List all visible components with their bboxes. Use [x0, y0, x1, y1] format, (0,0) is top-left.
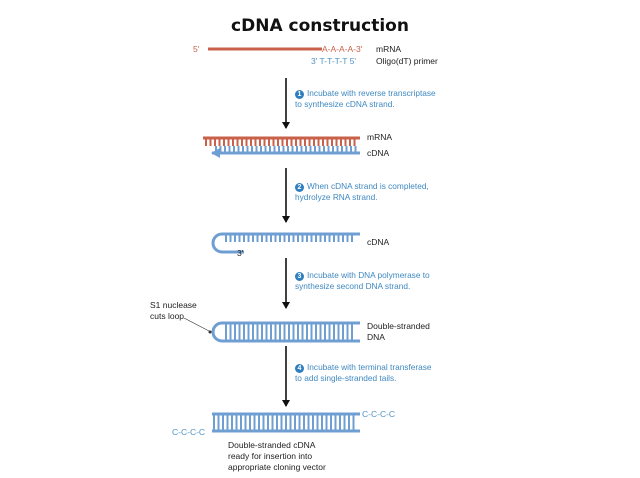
step-2-line-2: hydrolyze RNA strand. — [295, 192, 378, 202]
cdna-hairpin-strand — [211, 232, 360, 254]
final-caption-line-3: appropriate cloning vector — [228, 462, 326, 472]
three-prime-label: 3' — [237, 248, 244, 258]
double-stranded-dna-label: Double-stranded DNA — [367, 321, 430, 343]
step-4-line-1: Incubate with terminal transferase — [307, 362, 432, 372]
step-3-line-2: synthesize second DNA strand. — [295, 281, 411, 291]
step-3-number-icon: 3 — [295, 272, 304, 281]
final-caption-line-1: Double-stranded cDNA — [228, 440, 316, 450]
right-c-tail-label: C-C-C-C — [362, 409, 396, 419]
s1-nuclease-label: S1 nuclease cuts loop — [150, 300, 197, 322]
final-base-pairs — [213, 415, 355, 430]
hybrid-base-pairs — [205, 139, 357, 152]
dsdna-base-pairs — [225, 324, 353, 340]
dsdna-strands — [211, 321, 360, 343]
primer-sequence-label: 3' T-T-T-T 5' — [311, 56, 356, 66]
hairpin-cdna-label: cDNA — [367, 237, 390, 247]
step-1-line-2: to synthesize cDNA strand. — [295, 99, 395, 109]
step-4-number-icon: 4 — [295, 364, 304, 373]
nuclease-pointer-dot — [208, 330, 212, 334]
step-2-line-1: When cDNA strand is completed, — [307, 181, 429, 191]
final-caption: Double-stranded cDNA ready for insertion… — [228, 440, 326, 473]
five-prime-label: 5' — [193, 44, 200, 54]
primer-label: Oligo(dT) primer — [376, 56, 438, 66]
hybrid-cdna-label: cDNA — [367, 148, 390, 158]
step-1-number-icon: 1 — [295, 90, 304, 99]
step-1-line-1: Incubate with reverse transcriptase — [307, 88, 436, 98]
nuclease-pointer-line — [183, 317, 210, 332]
step-3-line-1: Incubate with DNA polymerase to — [307, 270, 430, 280]
final-caption-line-2: ready for insertion into — [228, 451, 313, 461]
step-4-line-2: to add single-stranded tails. — [295, 373, 397, 383]
ds-dna-line-2: DNA — [367, 332, 385, 342]
hairpin-base-pairs — [225, 235, 353, 242]
mrna-label: mRNA — [376, 44, 402, 54]
ds-dna-line-1: Double-stranded — [367, 321, 430, 331]
s1-nuclease-line-2: cuts loop — [150, 311, 185, 321]
step-2-number-icon: 2 — [295, 183, 304, 192]
left-c-tail-label: C-C-C-C — [172, 427, 206, 437]
hybrid-mrna-label: mRNA — [367, 132, 393, 142]
poly-a-tail-label: A-A-A-A-3' — [322, 44, 363, 54]
s1-nuclease-line-1: S1 nuclease — [150, 300, 197, 310]
page-title: cDNA construction — [231, 16, 409, 36]
